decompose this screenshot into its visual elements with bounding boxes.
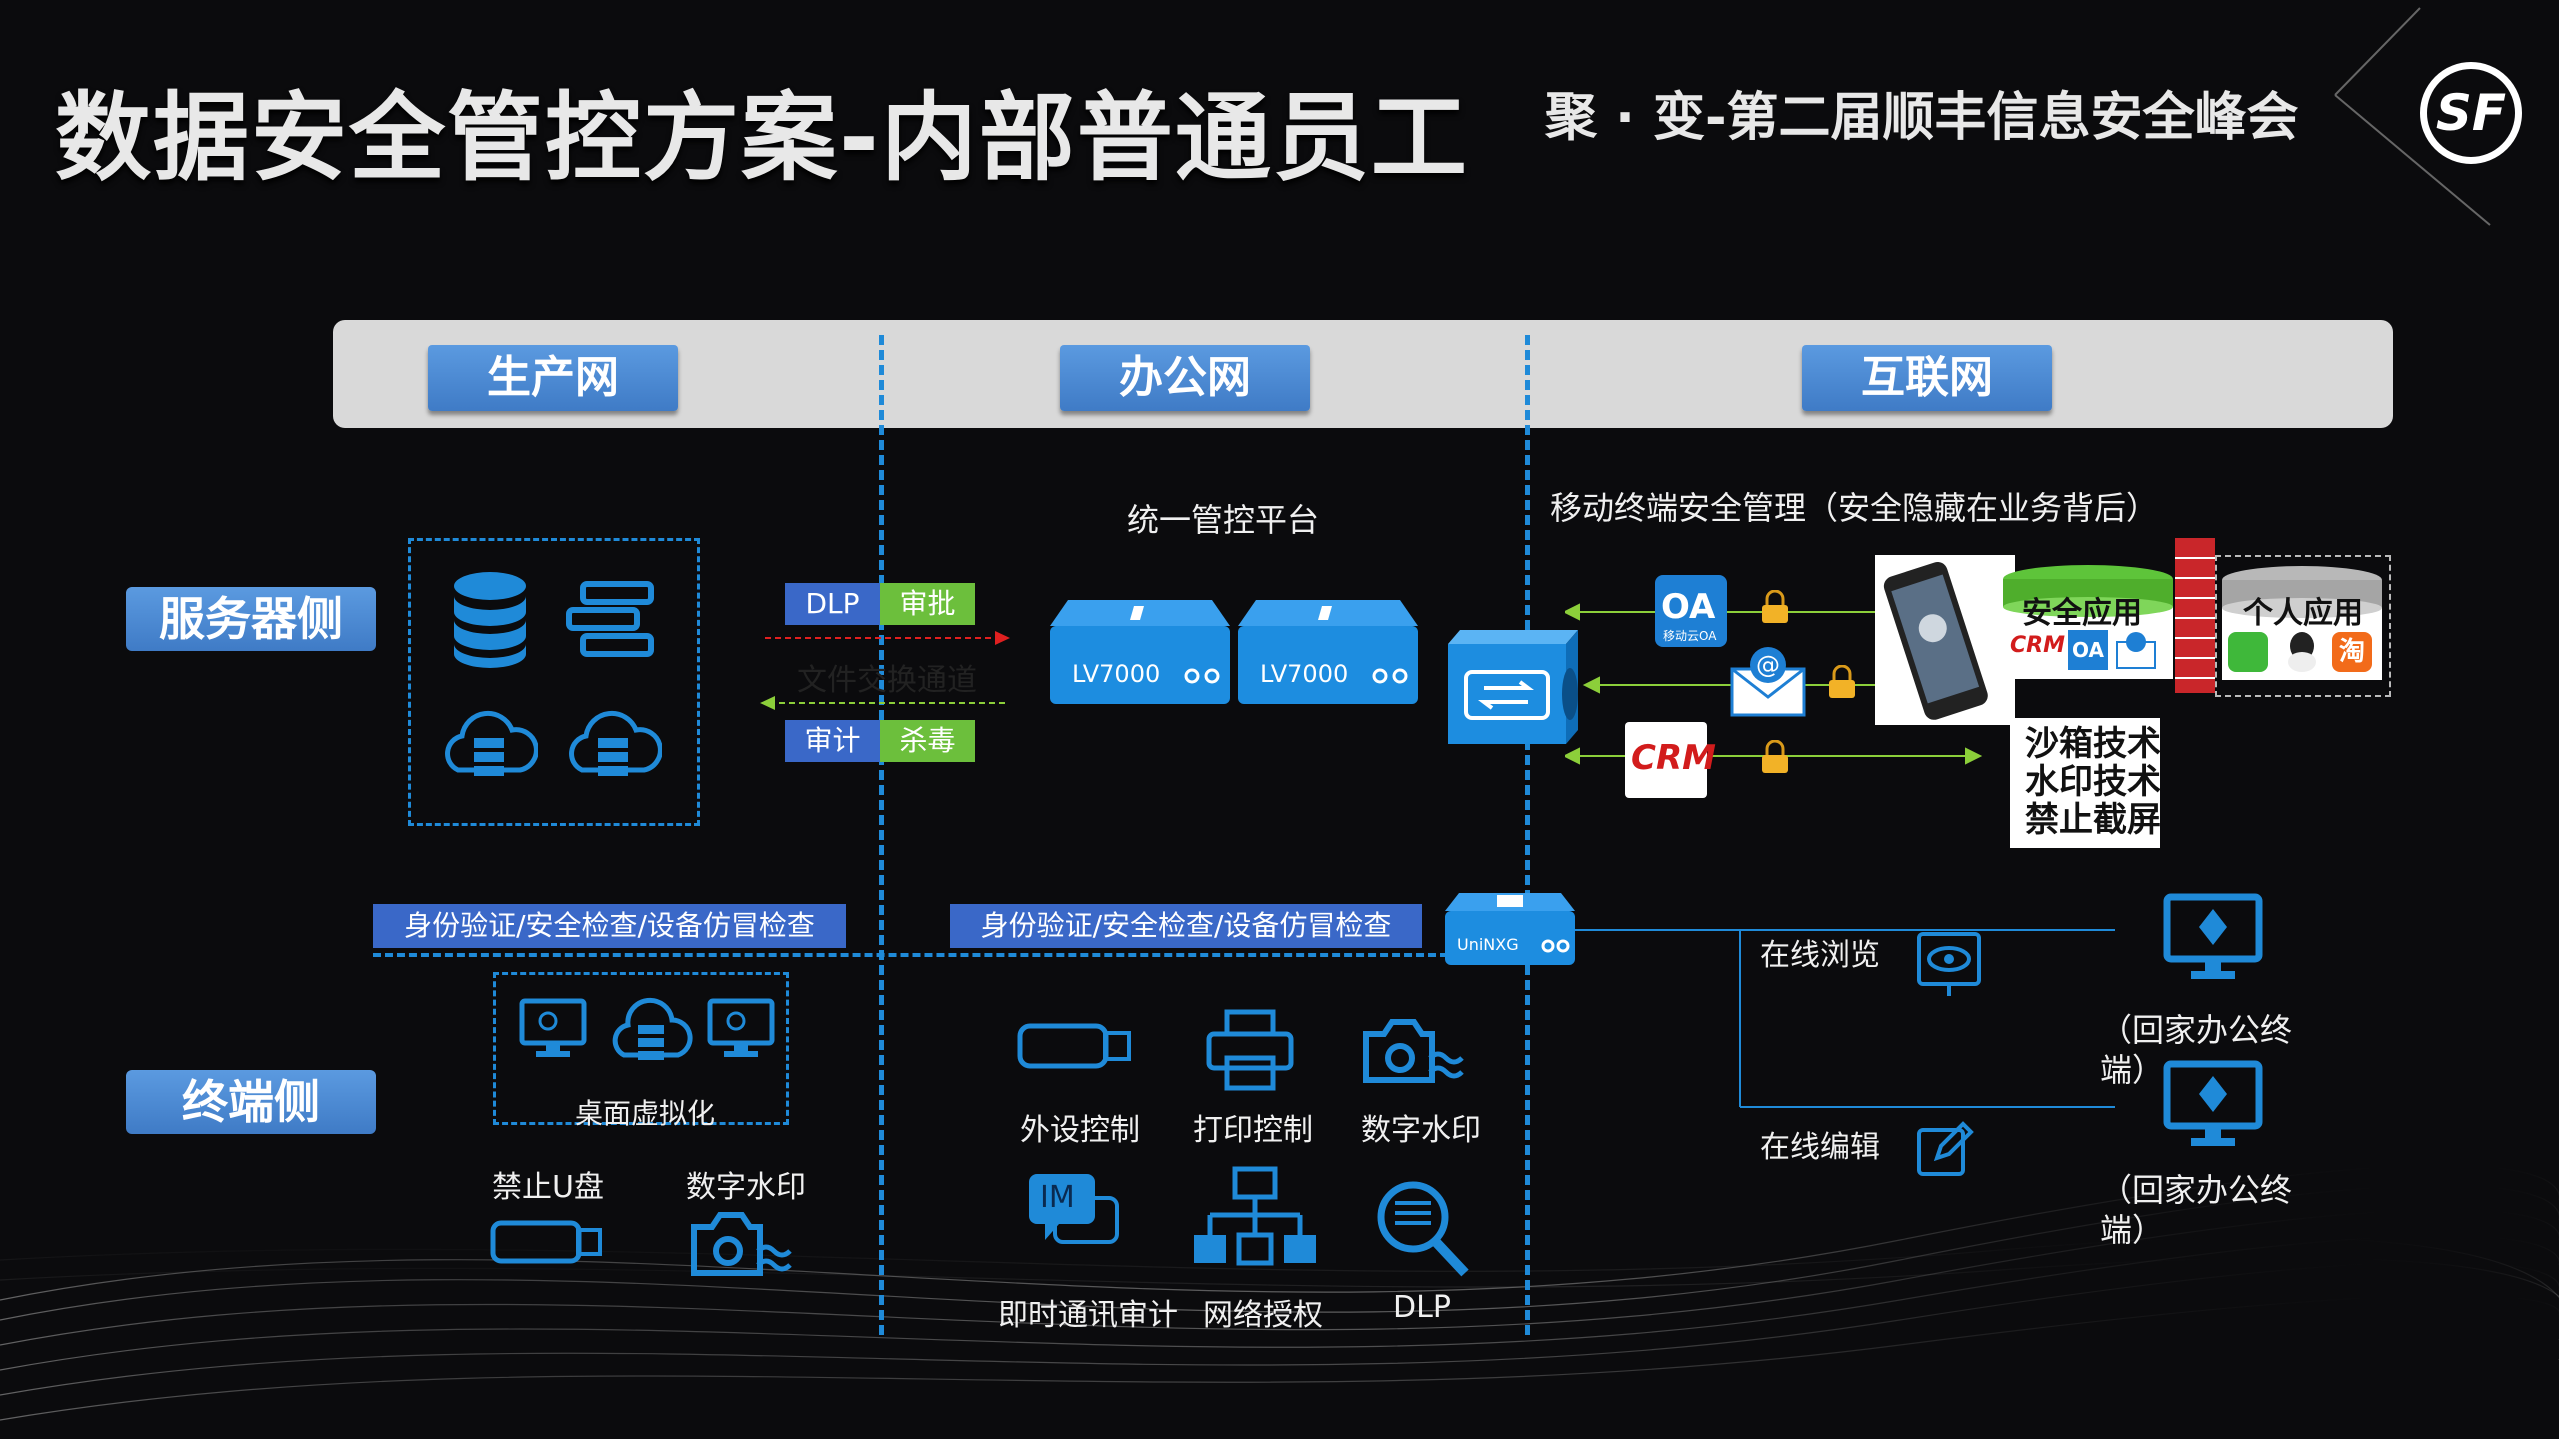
- production-watermark-label: 数字水印: [686, 1170, 806, 1205]
- monitor-icon: [707, 998, 775, 1057]
- edit-icon: [1917, 1121, 1974, 1176]
- im-glyph: IM: [1040, 1180, 1075, 1215]
- smartphone-icon: [1875, 555, 2015, 725]
- home-terminal-label-2: （回家办公终端）: [2100, 1171, 2293, 1249]
- server-rack-icon: [566, 581, 654, 657]
- peripheral-control-icon: [1017, 1023, 1131, 1069]
- camera-watermark-icon: [691, 1212, 792, 1276]
- oa-app-icon: OA 移动云OA: [1655, 575, 1727, 647]
- lv7000-appliance-2: LV7000: [1238, 600, 1418, 705]
- dlp-label: DLP: [1393, 1290, 1451, 1325]
- lock-icon: [1762, 740, 1788, 773]
- mail-mini-icon: [2116, 632, 2156, 669]
- im-audit-icon: [1029, 1174, 1119, 1244]
- internet-connector-lines: [1575, 929, 2115, 1108]
- personal-apps-box: [2215, 555, 2391, 697]
- auth-dashed-line: [373, 953, 1448, 957]
- server-group: [408, 538, 700, 826]
- tech-no-screenshot: 禁止截屏: [2025, 800, 2161, 840]
- print-control-label: 打印控制: [1193, 1113, 1313, 1148]
- secure-apps-label: 安全应用: [2022, 596, 2142, 631]
- summit-subtitle: 聚 · 变-第二届顺丰信息安全峰会: [1545, 88, 2299, 148]
- vdi-label: 桌面虚拟化: [575, 1097, 716, 1130]
- cloud-server-icon: [569, 710, 662, 776]
- file-exchange-label: 文件交换通道: [797, 663, 977, 698]
- wechat-icon: [2228, 632, 2268, 672]
- database-icon: [454, 572, 526, 668]
- qq-icon: [2288, 632, 2316, 672]
- page-title: 数据安全管控方案-内部普通员工: [55, 82, 1469, 194]
- cloud-server-icon: [612, 997, 693, 1060]
- zone-office: 办公网: [1060, 345, 1310, 411]
- home-terminal-label-1: （回家办公终端）: [2100, 1011, 2293, 1089]
- mail-app-icon: @: [1730, 647, 1806, 717]
- crm-app-icon: CRM: [1625, 722, 1716, 798]
- monitor-icon: [519, 998, 587, 1057]
- usb-drive-icon: [490, 1220, 602, 1264]
- lock-icon: [1762, 590, 1788, 623]
- network-auth-label: 网络授权: [1203, 1298, 1323, 1333]
- zone-internet: 互联网: [1802, 345, 2052, 411]
- dlp-tag: DLP: [785, 583, 880, 625]
- network-auth-icon: [1194, 1166, 1316, 1266]
- zone-production: 生产网: [428, 345, 678, 411]
- divider-production-office: [879, 335, 884, 1335]
- online-browse-label: 在线浏览: [1760, 938, 1880, 973]
- firewall-icon: [2175, 538, 2215, 693]
- online-edit-label: 在线编辑: [1760, 1130, 1880, 1165]
- tech-sandbox: 沙箱技术: [2025, 724, 2161, 764]
- home-terminal-icon-2: [2163, 1060, 2263, 1146]
- peripheral-control-label: 外设控制: [1020, 1113, 1140, 1148]
- eye-icon: [1917, 932, 1981, 996]
- row-terminal-side: 终端侧: [126, 1070, 376, 1134]
- uninxg-gateway: UniNXG: [1445, 893, 1575, 965]
- lock-icon: [1829, 665, 1855, 698]
- lv7000-appliance-1: LV7000: [1050, 600, 1230, 705]
- home-terminal-icon-1: [2163, 893, 2263, 979]
- sf-logo: SF: [2420, 62, 2522, 164]
- digital-watermark-label: 数字水印: [1361, 1113, 1481, 1148]
- switch-gateway-icon: [1448, 630, 1578, 744]
- personal-apps-label: 个人应用: [2243, 596, 2363, 631]
- row-server-side: 服务器侧: [126, 587, 376, 651]
- usb-block-label: 禁止U盘: [492, 1170, 604, 1205]
- vdi-group: [493, 972, 789, 1125]
- dlp-search-icon: [1377, 1181, 1469, 1277]
- tech-watermark: 水印技术: [2025, 762, 2161, 802]
- printer-icon: [1206, 1009, 1294, 1091]
- oa-mini-icon: OA: [2068, 630, 2108, 670]
- svg-text:@: @: [1756, 651, 1780, 679]
- office-auth-bar: 身份验证/安全检查/设备仿冒检查: [950, 904, 1422, 948]
- approve-tag: 审批: [880, 583, 975, 625]
- crm-mini-icon: CRM: [2010, 633, 2065, 658]
- cloud-server-icon: [445, 710, 538, 776]
- taobao-icon: 淘: [2332, 632, 2372, 672]
- im-audit-label: 即时通讯审计: [998, 1298, 1178, 1333]
- platform-title: 统一管控平台: [1127, 501, 1320, 539]
- exchange-arrows: [760, 631, 1010, 710]
- audit-tag: 审计: [785, 720, 880, 762]
- tech-card: [2010, 718, 2160, 848]
- digital-watermark-icon: [1363, 1019, 1464, 1083]
- production-auth-bar: 身份验证/安全检查/设备仿冒检查: [373, 904, 846, 948]
- mobile-mgmt-title: 移动终端安全管理（安全隐藏在业务背后）: [1550, 489, 2159, 527]
- antivirus-tag: 杀毒: [880, 720, 975, 762]
- divider-office-internet: [1525, 335, 1530, 1335]
